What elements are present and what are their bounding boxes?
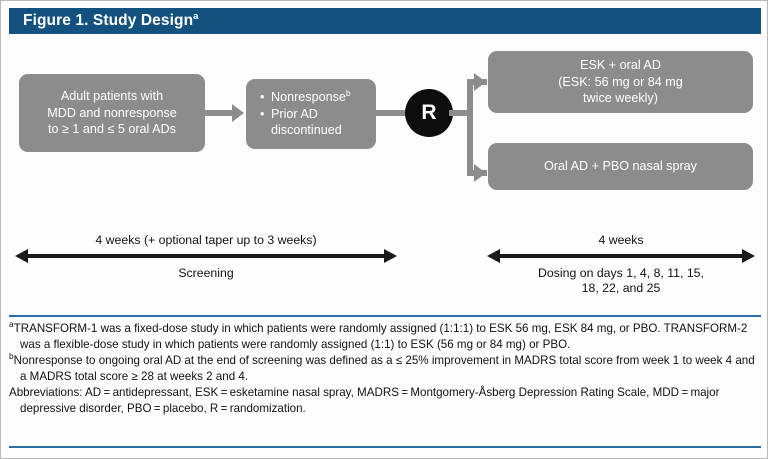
figure-title-bar: Figure 1. Study Designa xyxy=(9,8,761,34)
dosing-schedule-line-1: Dosing on days 1, 4, 8, 11, 15, xyxy=(538,266,704,280)
flow-box-pbo-arm: Oral AD + PBO nasal spray xyxy=(488,143,753,190)
connector-branch-vertical xyxy=(467,79,473,176)
timeline-screening-duration: 4 weeks (+ optional taper up to 3 weeks) xyxy=(95,233,317,247)
figure-title-footnote-marker: a xyxy=(193,10,199,22)
arrow-head-icon-to-screening xyxy=(232,104,244,122)
footnote-b: bNonresponse to ongoing oral AD at the e… xyxy=(9,351,763,384)
flow-box-esk-arm: ESK + oral AD (ESK: 56 mg or 84 mg twice… xyxy=(488,51,753,113)
eligibility-line-3: to ≥ 1 and ≤ 5 oral ADs xyxy=(48,122,176,137)
flow-box-screening: Nonresponseb Prior AD discontinued xyxy=(246,79,376,149)
connector-eligibility-to-screening xyxy=(205,110,233,116)
flow-box-pbo-arm-text: Oral AD + PBO nasal spray xyxy=(544,159,697,174)
esk-arm-line-2: (ESK: 56 mg or 84 mg xyxy=(558,74,683,89)
timeline-screening-phase-label: Screening xyxy=(178,266,234,280)
footnote-a-text: TRANSFORM-1 was a fixed-dose study in wh… xyxy=(13,322,748,351)
randomization-node: R xyxy=(405,89,453,137)
flow-box-screening-bullets: Nonresponseb Prior AD discontinued xyxy=(254,87,368,139)
screening-bullet-1-footnote-marker: b xyxy=(345,87,351,98)
randomization-node-label: R xyxy=(421,101,437,124)
timeline-dosing-schedule-label: Dosing on days 1, 4, 8, 11, 15, 18, 22, … xyxy=(487,266,755,297)
arrow-head-left-icon xyxy=(487,249,500,263)
figure-title: Figure 1. Study Designa xyxy=(23,12,199,30)
footnote-a-marker: a xyxy=(9,319,14,330)
abbreviations: Abbreviations: AD = antidepressant, ESK … xyxy=(9,386,720,415)
figure-title-text: Figure 1. Study Design xyxy=(23,12,194,29)
timeline-dosing: 4 weeks Dosing on days 1, 4, 8, 11, 15, … xyxy=(487,233,755,297)
dosing-schedule-line-2: 18, 22, and 25 xyxy=(581,281,661,296)
arrow-head-left-icon xyxy=(15,249,28,263)
footnote-b-marker: b xyxy=(9,351,14,362)
arrow-head-icon-to-pbo-arm xyxy=(474,164,486,182)
flow-box-eligibility-text: Adult patients with MDD and nonresponse … xyxy=(47,88,177,138)
timeline-dosing-arrow-icon xyxy=(487,249,755,263)
esk-arm-line-3: twice weekly) xyxy=(583,91,658,106)
timeline-screening: 4 weeks (+ optional taper up to 3 weeks)… xyxy=(15,233,397,281)
timeline-screening-arrow-icon xyxy=(15,249,397,263)
screening-bullet-2-continued: discontinued xyxy=(271,123,342,138)
eligibility-line-2: MDD and nonresponse xyxy=(47,105,177,120)
arrow-bar xyxy=(498,254,744,258)
eligibility-line-1: Adult patients with xyxy=(60,88,164,103)
footnote-a: aTRANSFORM-1 was a fixed-dose study in w… xyxy=(9,319,763,352)
divider-bottom xyxy=(9,446,761,448)
screening-bullet-2-text: Prior AD xyxy=(271,106,318,121)
screening-bullet-2: Prior AD xyxy=(260,106,368,123)
arrow-bar xyxy=(26,254,386,258)
footnote-b-text: Nonresponse to ongoing oral AD at the en… xyxy=(13,354,755,383)
screening-bullet-1-text: Nonresponse xyxy=(271,89,346,104)
timeline-dosing-duration: 4 weeks xyxy=(598,233,644,247)
connector-screening-to-randomization xyxy=(376,110,412,116)
esk-arm-line-1: ESK + oral AD xyxy=(580,57,661,72)
flow-box-eligibility: Adult patients with MDD and nonresponse … xyxy=(19,74,205,152)
study-flow-diagram: Adult patients with MDD and nonresponse … xyxy=(1,39,767,219)
footnotes-block: aTRANSFORM-1 was a fixed-dose study in w… xyxy=(9,319,763,417)
arrow-head-icon-to-esk-arm xyxy=(474,73,486,91)
screening-bullet-1: Nonresponseb xyxy=(260,87,368,106)
arrow-head-right-icon xyxy=(742,249,755,263)
connector-randomization-stem xyxy=(449,110,473,116)
divider-above-footnotes xyxy=(9,315,761,317)
arrow-head-right-icon xyxy=(384,249,397,263)
flow-box-esk-arm-text: ESK + oral AD (ESK: 56 mg or 84 mg twice… xyxy=(558,57,683,107)
